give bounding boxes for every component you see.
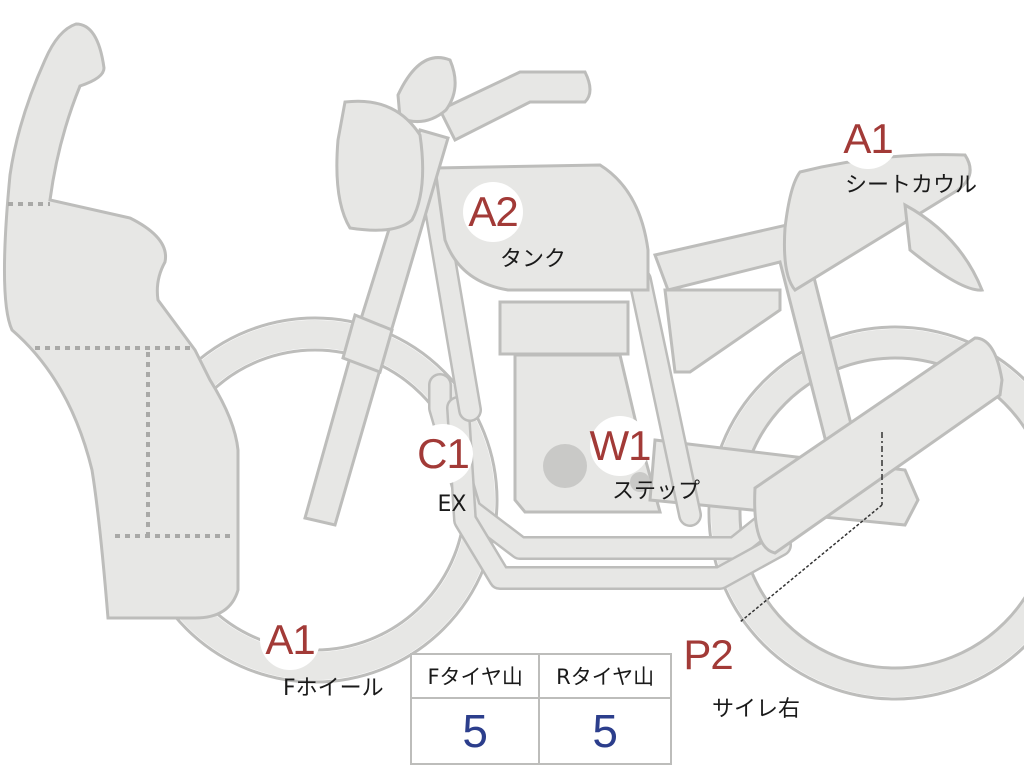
fork-clamp	[341, 312, 394, 374]
front-wheel-label: Fホイール	[283, 676, 384, 701]
step-code: W1	[589, 422, 652, 469]
main-frame	[418, 163, 702, 527]
seat-cowl-label: シートカウル	[845, 173, 978, 198]
front-wheel-code-marker: A1	[260, 610, 320, 670]
headlight	[335, 99, 425, 232]
tire-tread-value-row: 5 5	[409, 697, 672, 765]
tank-code-marker: A2	[463, 182, 523, 242]
seat-cowl-code-marker: A1	[838, 109, 898, 169]
rear-tire-tread-value: 5	[538, 697, 672, 765]
fairing-panel-lines	[8, 202, 235, 538]
tank-code: A2	[468, 188, 518, 235]
step-code-marker: W1	[589, 416, 652, 476]
muffler-code: P2	[683, 631, 733, 678]
rear-wheel	[707, 325, 1024, 701]
muffler-code-marker: P2	[678, 625, 738, 685]
muffler-label: サイレ右	[712, 697, 801, 722]
rear-tire-tread-header: Rタイヤ山	[538, 653, 672, 699]
muffler	[753, 336, 1004, 555]
seat-cowl-code: A1	[843, 115, 893, 162]
front-fairing	[2, 22, 240, 620]
front-tire-tread-header: Fタイヤ山	[409, 653, 541, 699]
side-panel	[663, 288, 782, 374]
exhaust-code: C1	[417, 430, 470, 477]
tire-tread-header-row: Fタイヤ山 Rタイヤ山	[409, 653, 672, 699]
front-wheel-code: A1	[265, 616, 315, 663]
exhaust-pipes	[428, 373, 792, 590]
mirror	[396, 56, 457, 124]
exhaust-code-marker: C1	[413, 424, 473, 484]
exhaust-label: EX	[437, 492, 467, 517]
handlebar	[437, 70, 592, 143]
tank-label: タンク	[500, 247, 567, 272]
tail-fin	[903, 202, 985, 292]
step-label: ステップ	[612, 479, 701, 504]
muffler-pointer	[739, 432, 883, 623]
front-tire-tread-value: 5	[409, 697, 541, 765]
tire-tread-table: Fタイヤ山 Rタイヤ山 5 5	[409, 653, 672, 765]
